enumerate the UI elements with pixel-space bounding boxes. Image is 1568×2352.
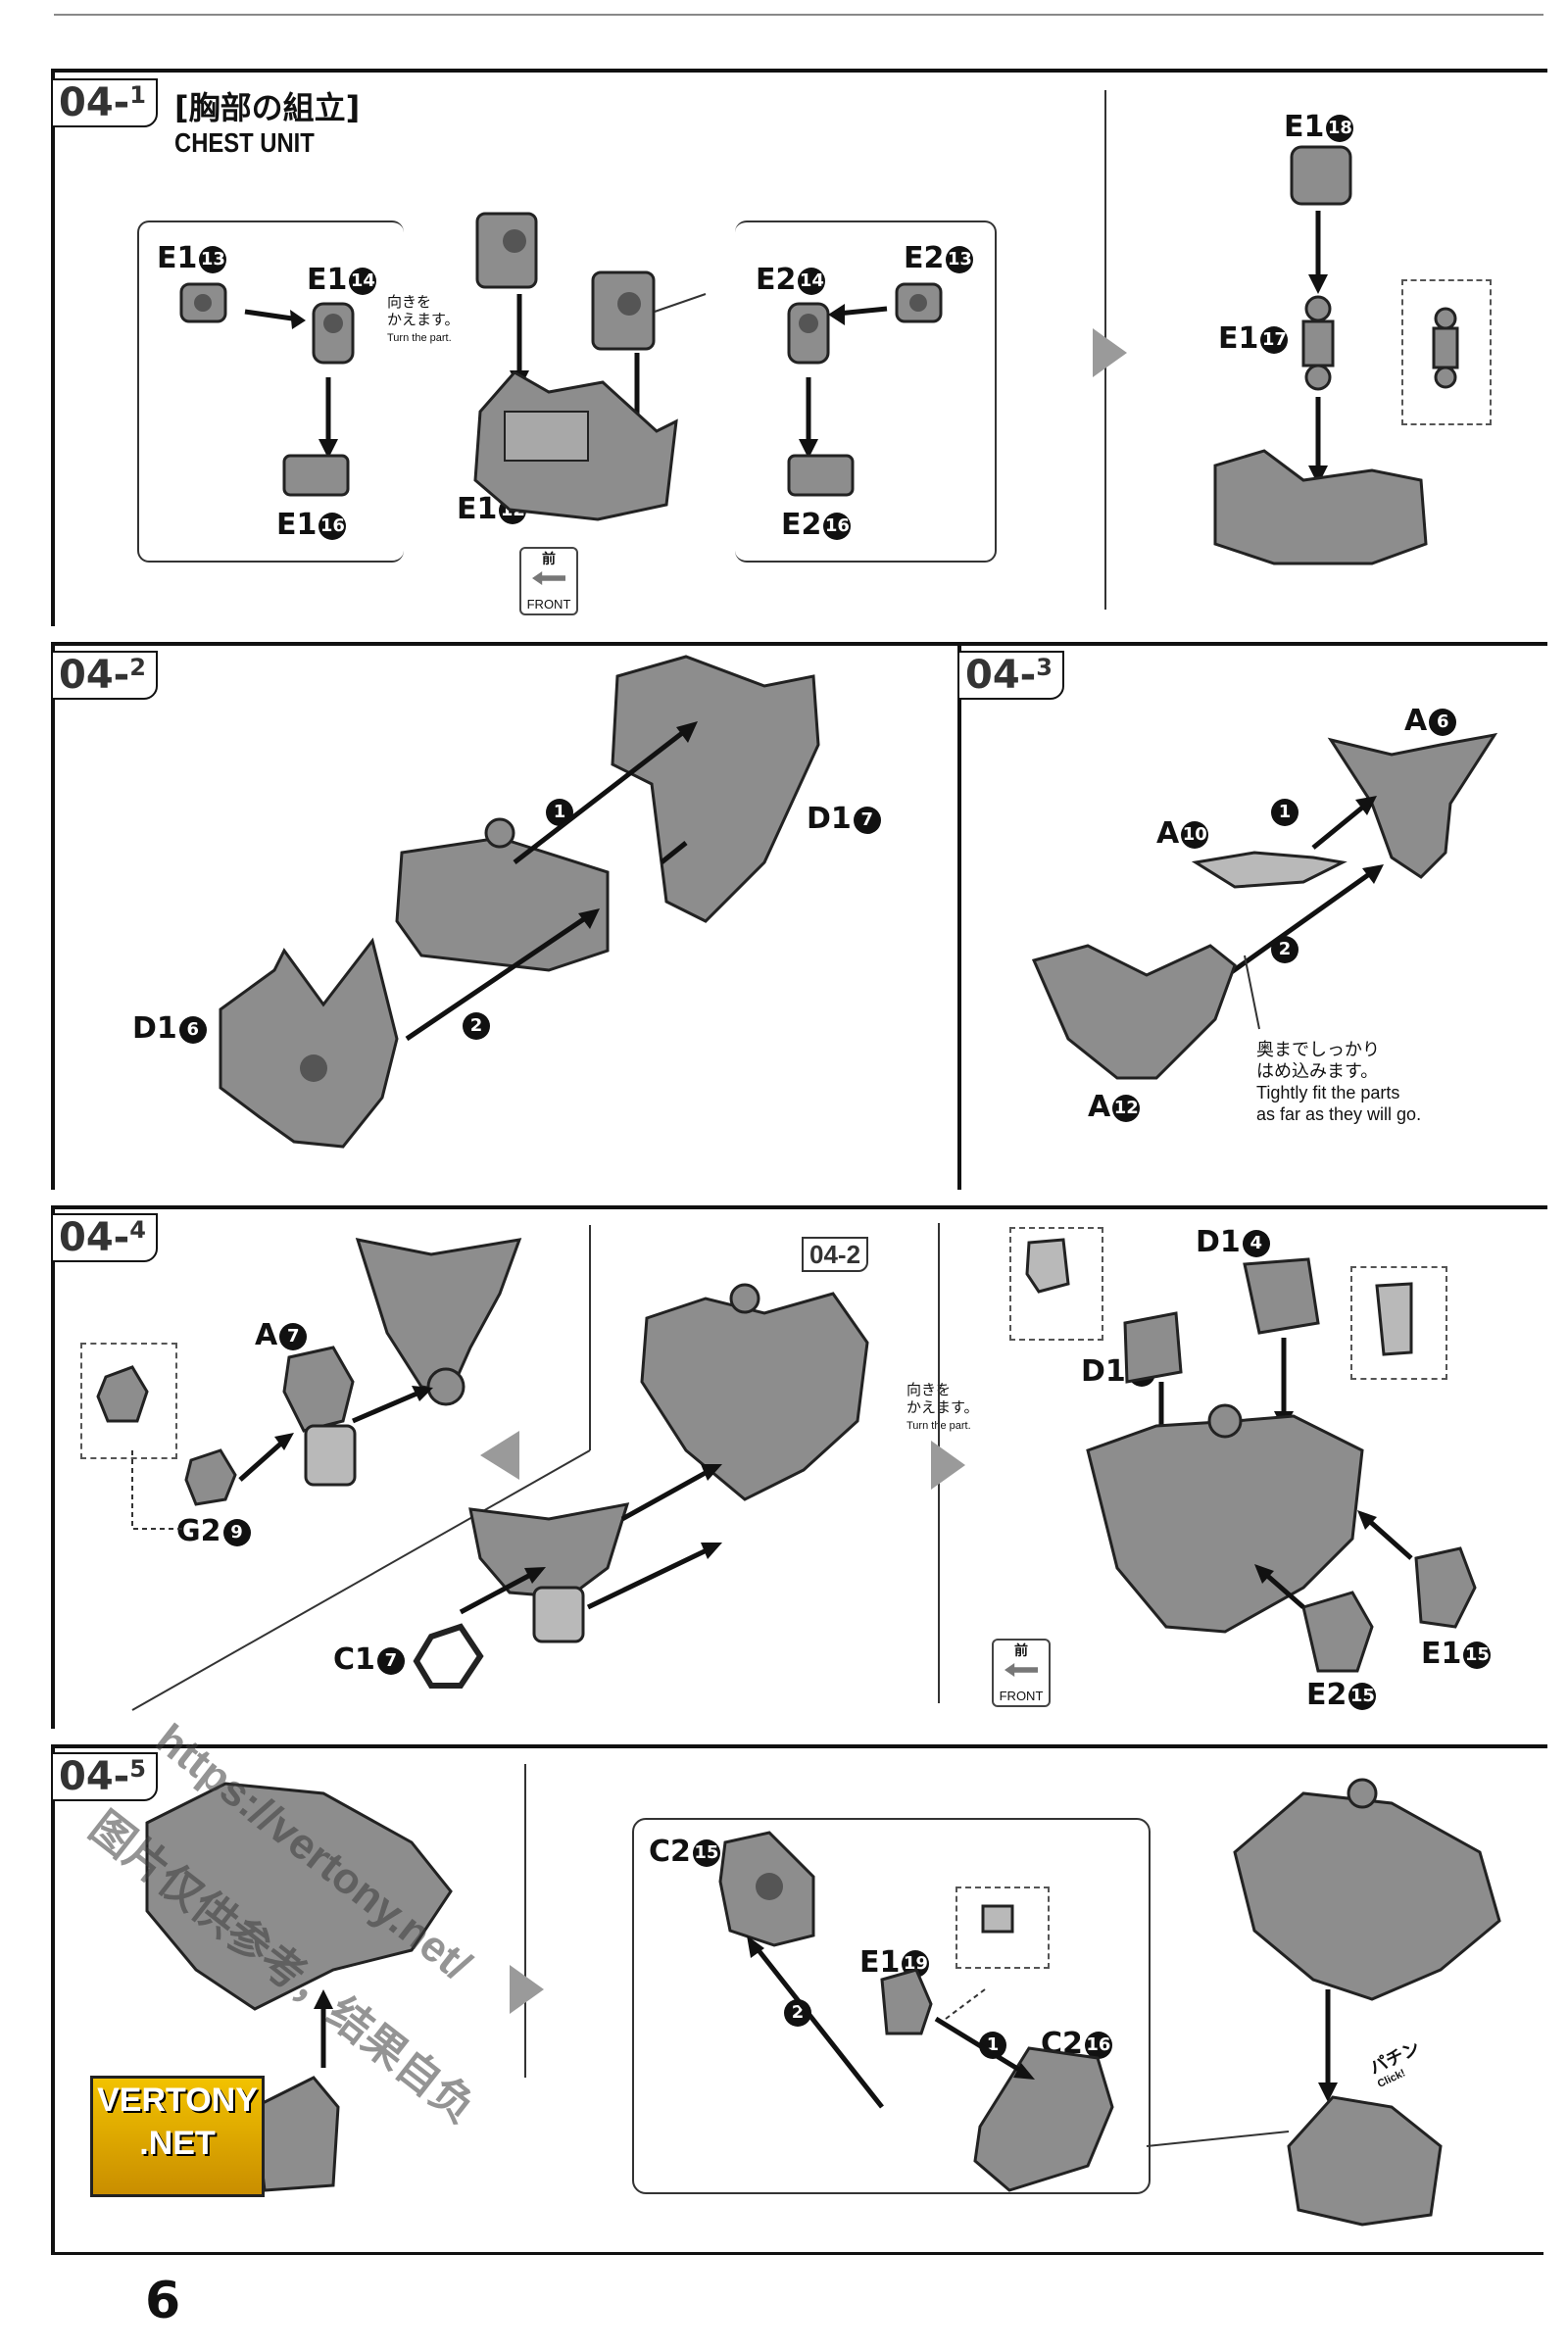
callout-left xyxy=(137,220,404,563)
step-number-04-3: 04-3 xyxy=(957,651,1064,700)
callout-04-5 xyxy=(632,1818,1151,2194)
order-marker-1-04-3: 1 xyxy=(1269,794,1298,828)
turn-note-04-1: 向きを かえます。Turn the part. xyxy=(387,294,460,344)
diagram-04-1 xyxy=(179,145,1459,565)
callout-right xyxy=(735,220,997,563)
divider-04-5 xyxy=(524,1764,526,2078)
order-marker-2-04-2: 2 xyxy=(461,1007,490,1042)
diagram-04-4 xyxy=(96,1225,1477,1711)
section-04-2 xyxy=(51,642,961,1190)
diagram-04-2 xyxy=(219,655,820,1149)
detail-box-d1-5 xyxy=(1009,1227,1103,1341)
top-rule xyxy=(54,14,1544,16)
page-number: 6 xyxy=(145,2272,181,2330)
diagram-04-3 xyxy=(1031,732,1498,1080)
watermark-logo: VERTONY .NET xyxy=(90,2076,265,2197)
detail-box-e1-19 xyxy=(956,1886,1050,1969)
section-04-5 xyxy=(51,1744,1547,2253)
step-number-04-2: 04-2 xyxy=(51,651,158,700)
section-title-en: CHEST UNIT xyxy=(174,127,315,158)
section-04-3 xyxy=(957,642,1547,1190)
section-title-jp: [胸部の組立] xyxy=(174,89,361,126)
ref-badge-04-2: 04-2 xyxy=(802,1237,869,1272)
detail-box-d1-4 xyxy=(1350,1266,1447,1380)
detail-box-e1-17 xyxy=(1401,279,1492,425)
step-number-04-4: 04-4 xyxy=(51,1213,158,1262)
step-number-04-1: 04-1 xyxy=(51,78,158,127)
diagram-04-5 xyxy=(145,1778,1501,2227)
step-number-04-5: 04-5 xyxy=(51,1752,158,1801)
section-04-1 xyxy=(51,69,1547,626)
fit-note: 奥までしっかり はめ込みます。Tightly fit the parts as … xyxy=(1256,1040,1422,1124)
bottom-rule xyxy=(51,2252,1544,2255)
detail-box-g2-9 xyxy=(80,1343,177,1459)
section-04-4 xyxy=(51,1205,1547,1729)
